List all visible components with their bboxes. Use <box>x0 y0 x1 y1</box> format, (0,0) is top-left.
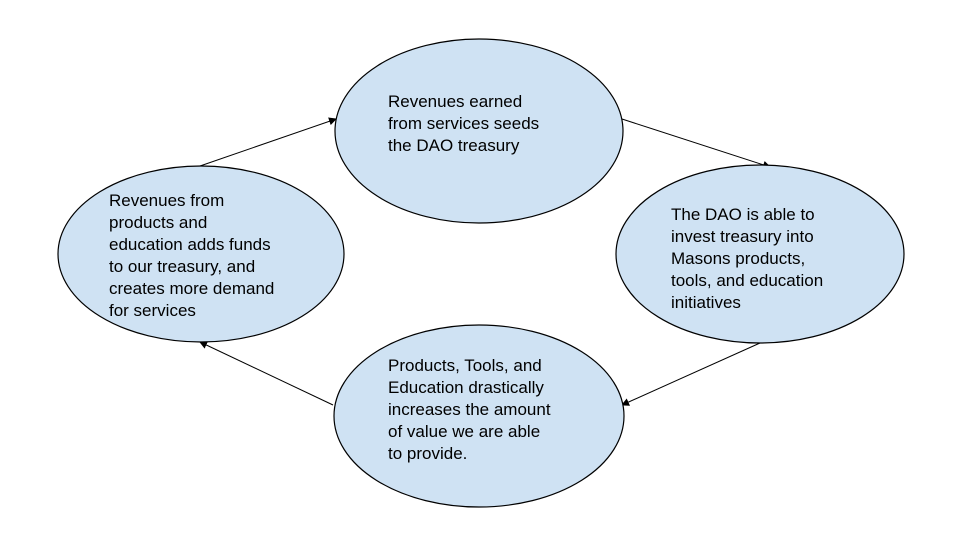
node-left-line: Revenues from <box>109 191 224 210</box>
node-left: Revenues from products and education add… <box>57 165 345 343</box>
node-top-shape <box>334 38 624 224</box>
node-left-shape <box>57 165 345 343</box>
node-left-line: to our treasury, and <box>109 257 255 276</box>
node-left-label: Revenues from products and education add… <box>109 191 279 320</box>
node-right-line: tools, and education <box>671 271 823 290</box>
node-bottom-line: to provide. <box>388 444 467 463</box>
node-bottom-line: Education drastically <box>388 378 544 397</box>
node-bottom-line: Products, Tools, and <box>388 356 542 375</box>
node-right-line: The DAO is able to <box>671 205 815 224</box>
node-right-line: invest treasury into <box>671 227 814 246</box>
node-right: The DAO is able to invest treasury into … <box>615 164 905 344</box>
node-right-shape <box>615 164 905 344</box>
edge-left-to-top <box>199 117 337 167</box>
node-right-line: Masons products, <box>671 249 805 268</box>
node-top-line: from services seeds <box>388 114 539 133</box>
node-left-line: for services <box>109 301 196 320</box>
edge-right-to-bottom <box>621 342 761 406</box>
node-bottom-line: increases the amount <box>388 400 551 419</box>
node-bottom-label: Products, Tools, and Education drastical… <box>388 356 555 463</box>
node-left-line: education adds funds <box>109 235 271 254</box>
node-top: Revenues earned from services seeds the … <box>334 38 624 224</box>
node-top-label: Revenues earned from services seeds the … <box>388 92 544 155</box>
node-top-line: the DAO treasury <box>388 136 520 155</box>
node-left-line: creates more demand <box>109 279 274 298</box>
edges <box>199 117 771 406</box>
node-bottom-line: of value we are able <box>388 422 540 441</box>
edge-bottom-to-left <box>199 341 334 406</box>
node-bottom-shape <box>333 324 625 508</box>
node-right-line: initiatives <box>671 293 741 312</box>
node-top-line: Revenues earned <box>388 92 522 111</box>
node-left-line: products and <box>109 213 207 232</box>
node-right-label: The DAO is able to invest treasury into … <box>671 205 828 312</box>
edge-top-to-right <box>621 118 771 169</box>
node-bottom: Products, Tools, and Education drastical… <box>333 324 625 508</box>
